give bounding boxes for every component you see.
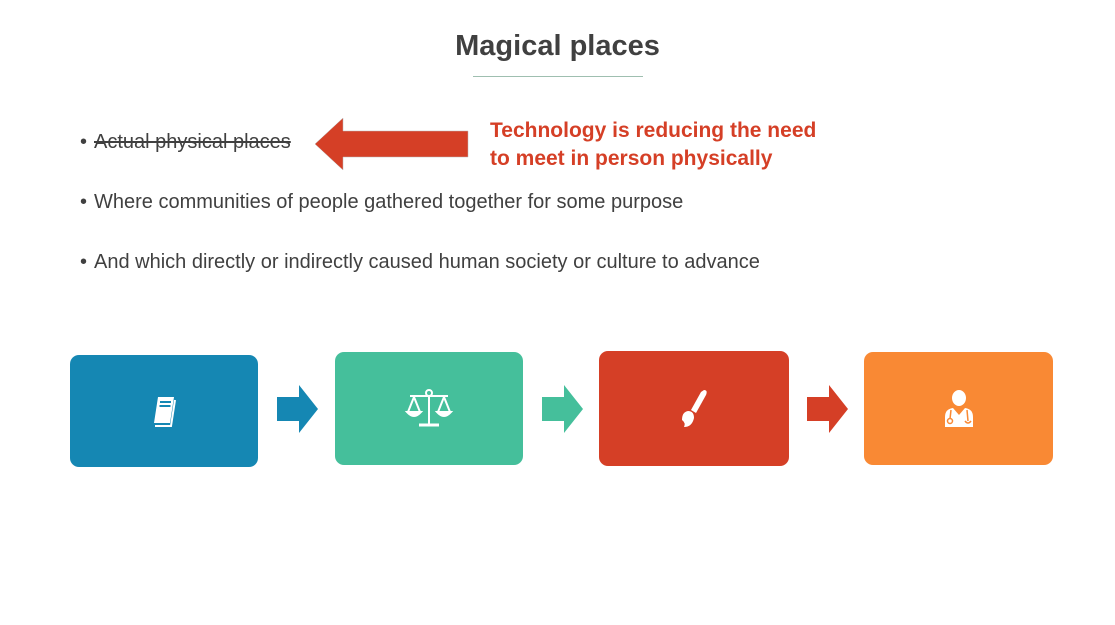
bullet-item: •And which directly or indirectly caused… xyxy=(80,251,760,273)
bullet-item: •Actual physical places xyxy=(80,131,291,153)
bullet-item: •Where communities of people gathered to… xyxy=(80,191,684,213)
paintbrush-icon xyxy=(682,389,707,427)
process-step-scales xyxy=(335,352,523,465)
title-underline xyxy=(473,76,643,77)
doctor-icon xyxy=(944,389,973,427)
book-icon xyxy=(154,397,176,427)
callout-text: Technology is reducing the need to meet … xyxy=(490,119,817,170)
arrow-right-icon xyxy=(807,385,848,433)
scales-icon xyxy=(404,388,454,426)
left-arrow-icon xyxy=(314,117,469,171)
arrow-right-icon xyxy=(277,385,318,433)
arrow-right-icon xyxy=(542,385,583,433)
process-step-doctor xyxy=(864,352,1053,465)
process-step-paintbrush xyxy=(599,351,789,466)
process-step-book xyxy=(70,355,258,467)
slide-title: Magical places xyxy=(455,30,660,62)
